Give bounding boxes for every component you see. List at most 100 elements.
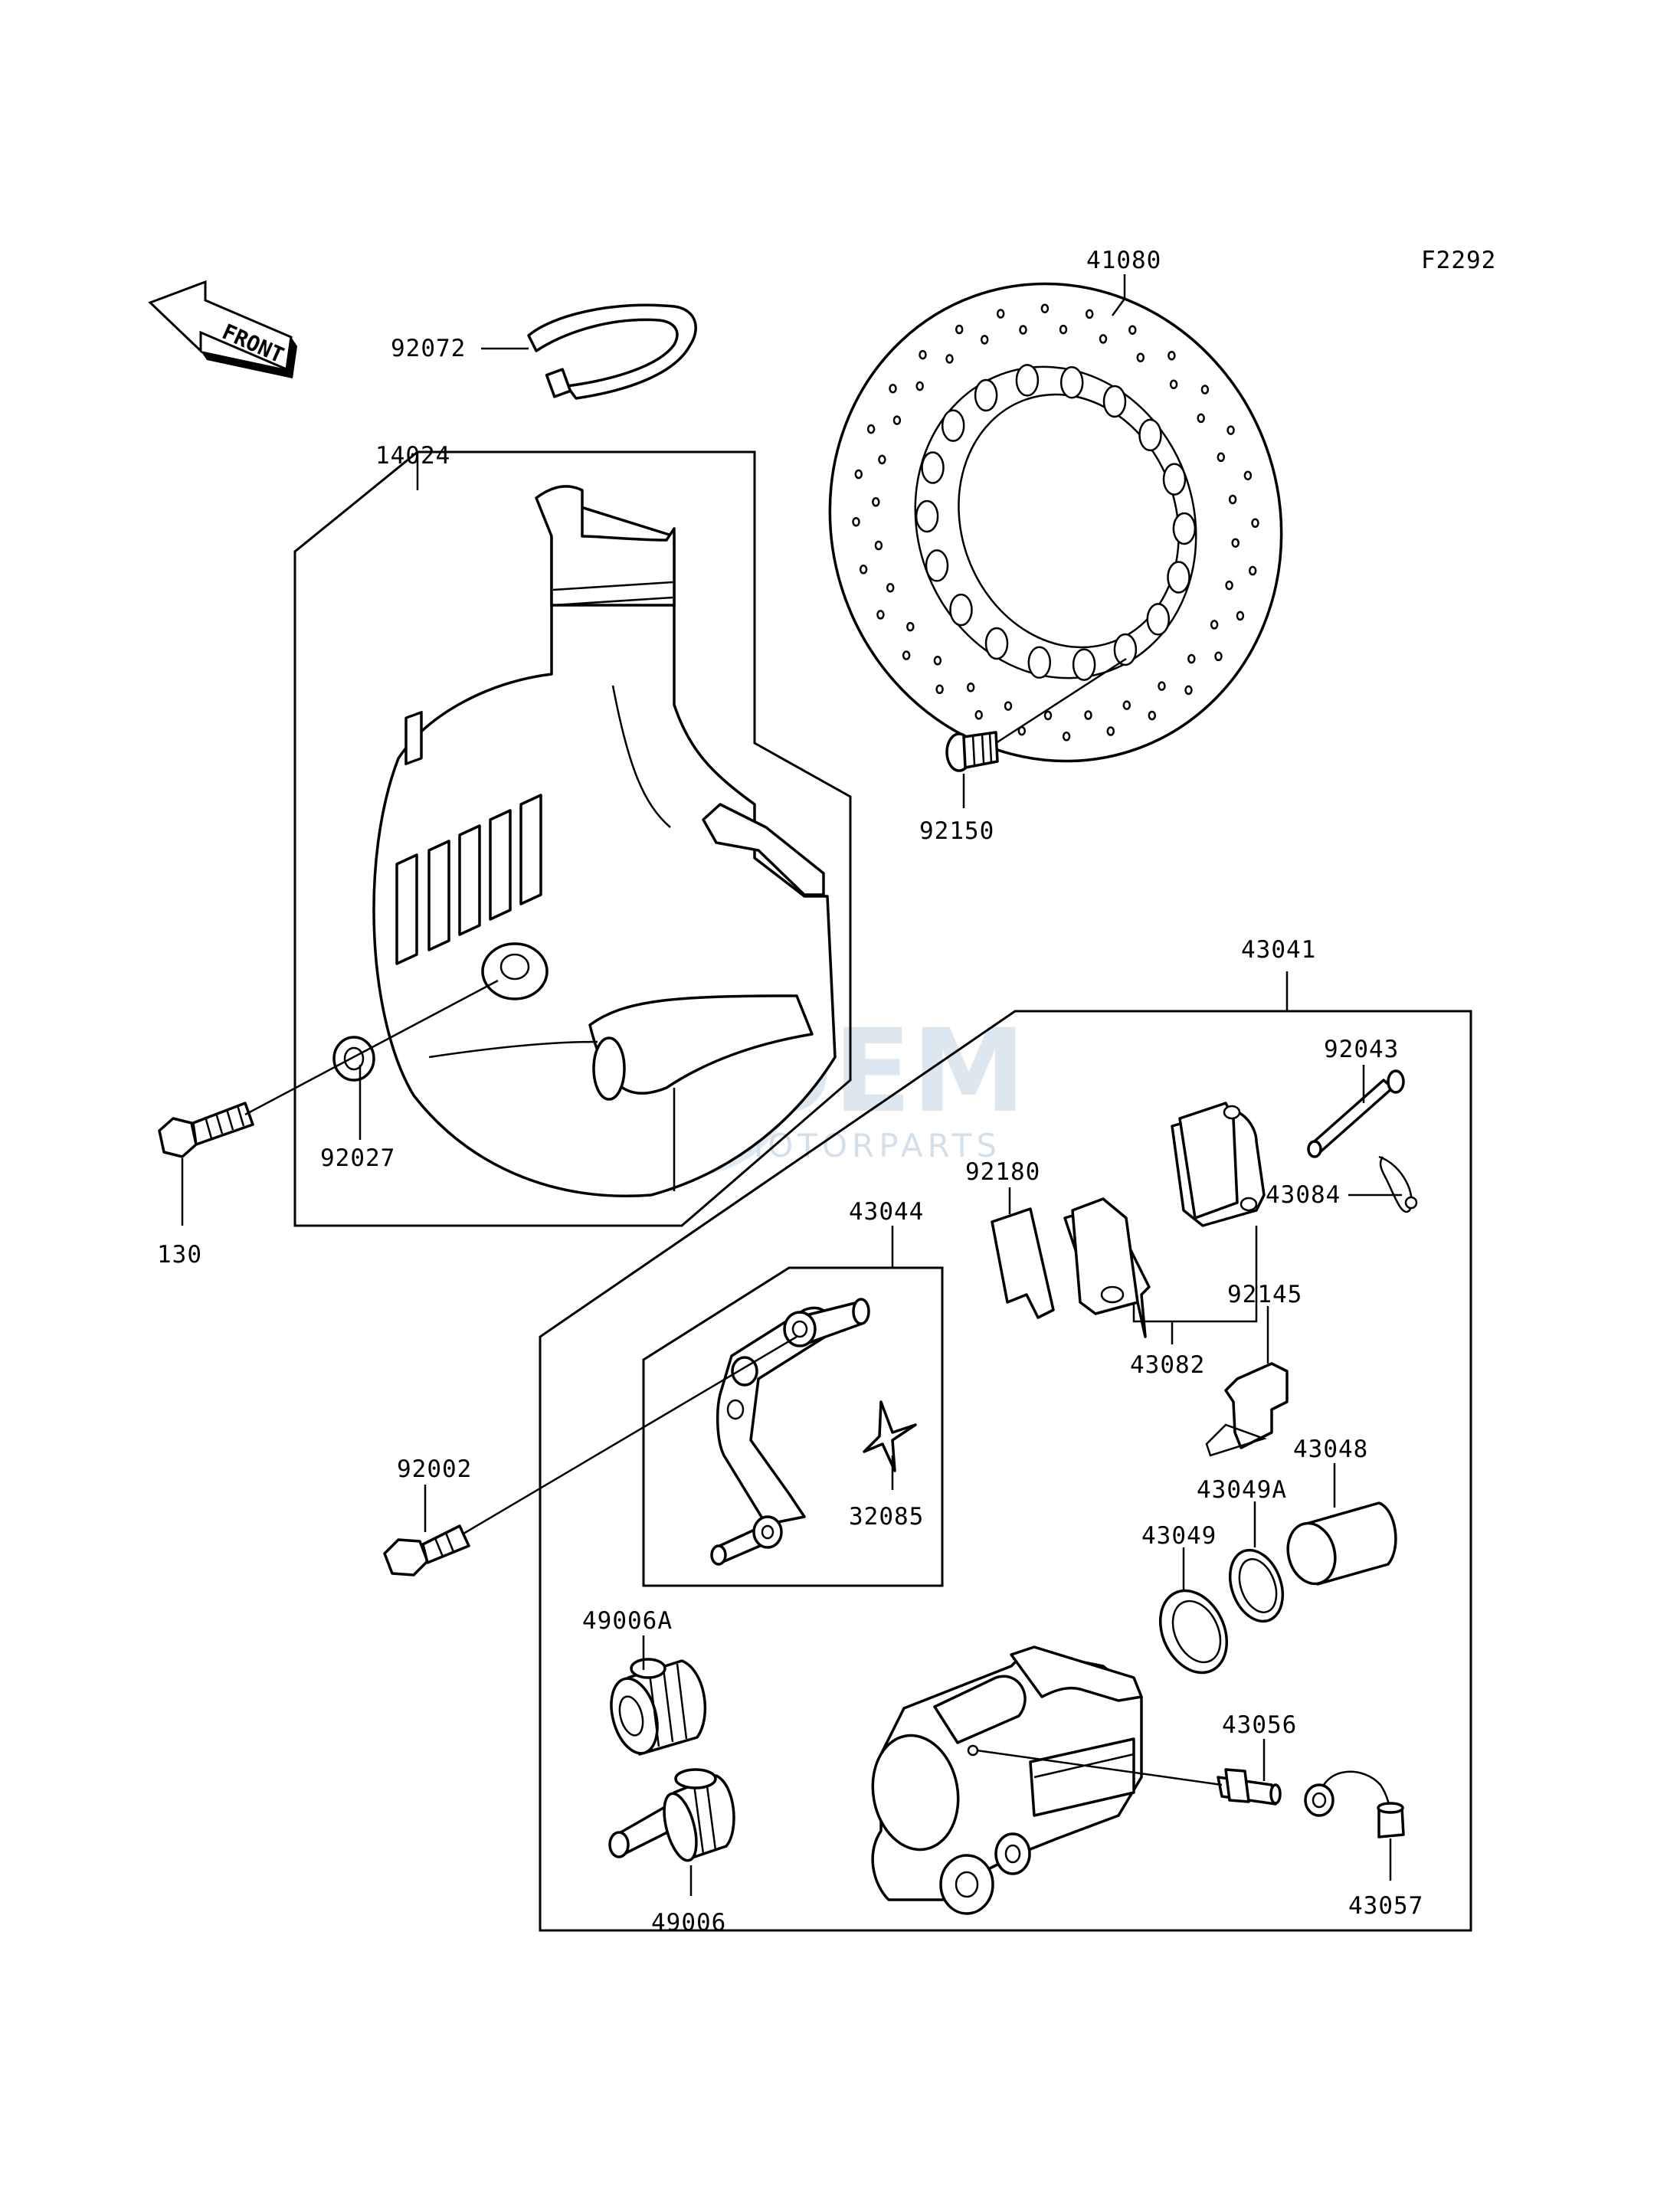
- disc-hole: [1015, 364, 1040, 397]
- pad-shim: [991, 1207, 1055, 1319]
- guard-slot: [395, 853, 418, 965]
- disc-hole: [1085, 309, 1094, 319]
- disc-hole: [1062, 732, 1071, 742]
- disc-hole: [1106, 726, 1115, 736]
- dust-boot: [608, 1768, 735, 1862]
- disc-hole: [1226, 425, 1235, 435]
- disc-bolt: [945, 731, 999, 772]
- disc-hole: [876, 610, 885, 620]
- disc-hole: [906, 621, 915, 632]
- frame-43041: [539, 1010, 1472, 1932]
- disc-hole: [1214, 651, 1223, 662]
- disc-hole: [955, 324, 964, 335]
- disc-hole: [915, 381, 924, 391]
- disc-hole: [1158, 681, 1166, 691]
- disc-hole: [874, 540, 883, 551]
- disc-hole: [1210, 620, 1219, 630]
- bracket-bolt: [383, 1524, 470, 1577]
- disc-hole: [1084, 710, 1092, 720]
- disc-hole: [966, 683, 975, 692]
- disc-hole: [1251, 518, 1259, 529]
- disc-hole: [1040, 303, 1050, 313]
- disc-hole: [1043, 710, 1053, 721]
- r-clip: [1378, 1155, 1418, 1213]
- disc-hole: [980, 335, 989, 345]
- label-92027: 92027: [320, 1144, 395, 1172]
- label-130: 130: [157, 1241, 202, 1269]
- label-14024: 14024: [375, 442, 450, 470]
- disc-hole: [1138, 418, 1162, 452]
- disc-hole: [941, 409, 965, 442]
- label-49006: 49006: [651, 1909, 726, 1937]
- disc-hole: [921, 451, 945, 484]
- label-43056: 43056: [1222, 1711, 1297, 1739]
- label-92145: 92145: [1227, 1281, 1302, 1308]
- brake-pads: [1063, 1102, 1266, 1338]
- piston: [1286, 1501, 1397, 1586]
- disc-hole: [1102, 385, 1127, 418]
- bleeder-cap: [1304, 1770, 1405, 1838]
- disc-hole: [872, 497, 880, 507]
- disc-hole: [945, 354, 954, 364]
- label-92002: 92002: [397, 1455, 472, 1483]
- disc-hole: [886, 582, 895, 593]
- disc-hole: [878, 454, 886, 465]
- guard-slot: [489, 809, 512, 921]
- disc-hole: [974, 710, 983, 720]
- disc-hole: [984, 627, 1009, 660]
- disc-hole: [919, 349, 927, 360]
- bleeder-valve: [1217, 1768, 1282, 1806]
- disc-hole: [854, 469, 863, 480]
- disc-hole: [1172, 512, 1197, 545]
- disc-hole: [915, 499, 939, 533]
- label-43048: 43048: [1293, 1436, 1368, 1463]
- frame-14024: [293, 450, 852, 1227]
- disc-hole: [1019, 325, 1027, 335]
- disc-hole: [1169, 379, 1178, 389]
- disc-hole: [1059, 365, 1084, 399]
- disc-hole: [1217, 452, 1226, 463]
- disc-hole: [859, 565, 868, 575]
- piston-seal: [1158, 1589, 1229, 1675]
- label-41080: 41080: [1086, 247, 1161, 274]
- disc-hole: [1004, 701, 1013, 711]
- disc-hole: [996, 309, 1005, 319]
- watermark-sub: MOTORPARTS: [735, 1127, 1001, 1164]
- pad-spring: [1205, 1362, 1289, 1457]
- figure-code: F2292: [1421, 247, 1496, 274]
- disc-hole: [1236, 611, 1245, 621]
- caliper-body: [871, 1645, 1143, 1915]
- disc-hole: [925, 549, 949, 582]
- label-43049: 43049: [1141, 1522, 1217, 1550]
- disc-hole: [1231, 538, 1240, 548]
- pad-pin: [1307, 1069, 1405, 1158]
- disc-hole: [949, 593, 973, 627]
- guard-slot: [458, 824, 481, 936]
- guard-bolt: [158, 1102, 254, 1158]
- disc-hole: [892, 415, 902, 425]
- label-49006A: 49006A: [582, 1607, 673, 1635]
- disc-hole: [1099, 334, 1108, 344]
- disc-hole: [1248, 565, 1257, 576]
- disc-guard: [372, 485, 837, 1197]
- disc-hole: [1200, 385, 1210, 395]
- disc-hole: [866, 424, 876, 434]
- label-92150: 92150: [919, 817, 994, 845]
- dust-boot-a: [610, 1658, 707, 1756]
- disc-hole: [902, 650, 911, 660]
- disc-hole: [1059, 324, 1068, 335]
- front-arrow-icon: FRONT: [148, 280, 297, 378]
- disc-hole: [1146, 603, 1171, 636]
- collar: [332, 1036, 375, 1082]
- clip: [863, 1400, 917, 1472]
- disc-hole: [1228, 494, 1237, 505]
- label-92072: 92072: [391, 335, 466, 362]
- label-43041: 43041: [1241, 936, 1316, 964]
- brake-disc: [828, 282, 1283, 763]
- disc-hole: [1072, 648, 1096, 681]
- disc-hole: [1136, 352, 1145, 362]
- disc-hole: [889, 383, 897, 394]
- label-92180: 92180: [965, 1158, 1040, 1186]
- disc-hole: [1225, 580, 1233, 591]
